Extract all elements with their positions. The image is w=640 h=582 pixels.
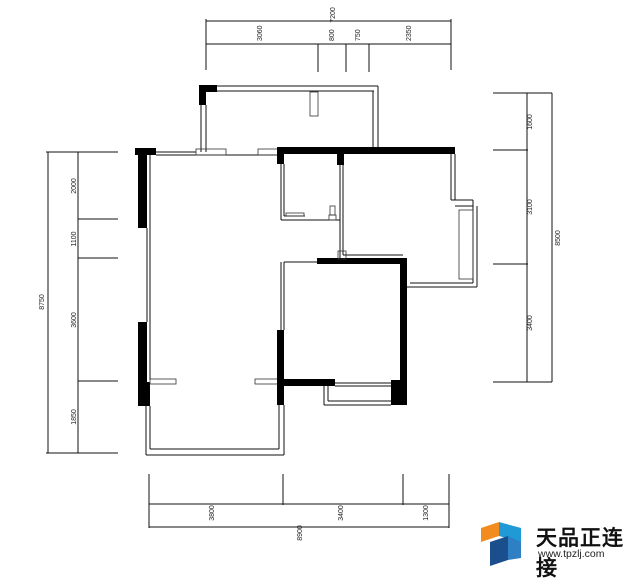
right-segment-label: 3100	[527, 199, 534, 215]
top-dimension-chain: 7200 3060 800 750 2350	[205, 7, 452, 72]
watermark-url: www.tpzlj.com	[538, 548, 605, 560]
left-total-label: 8750	[39, 294, 46, 310]
right-segment-label: 1600	[527, 114, 534, 130]
bottom-segment-label: 3800	[209, 505, 216, 521]
top-segment-label: 2350	[406, 25, 413, 41]
bottom-total-label: 8900	[297, 525, 304, 541]
right-dimension-chain: 8500 1600 3100 3400	[493, 92, 562, 383]
top-total-label: 7200	[330, 7, 337, 23]
right-total-label: 8500	[555, 230, 562, 246]
top-segment-label: 800	[329, 29, 336, 41]
bottom-dimension-chain: 3800 3400 1300 8900	[148, 474, 450, 541]
bottom-segment-label: 3400	[338, 505, 345, 521]
exterior-walls	[135, 148, 285, 456]
top-balcony	[199, 85, 379, 152]
left-segment-label: 2000	[71, 178, 78, 194]
interior-walls	[277, 147, 478, 406]
bottom-segment-label: 1300	[423, 505, 430, 521]
watermark-logo-icon	[481, 522, 521, 566]
top-segment-label: 750	[355, 29, 362, 41]
left-segment-label: 1100	[71, 231, 78, 246]
left-dimension-chain: 8750 2000 1100 3600 1850	[39, 151, 118, 454]
right-segment-label: 3400	[527, 315, 534, 331]
left-segment-label: 1850	[71, 409, 78, 425]
left-segment-label: 3600	[71, 312, 78, 328]
top-segment-label: 3060	[257, 25, 264, 41]
